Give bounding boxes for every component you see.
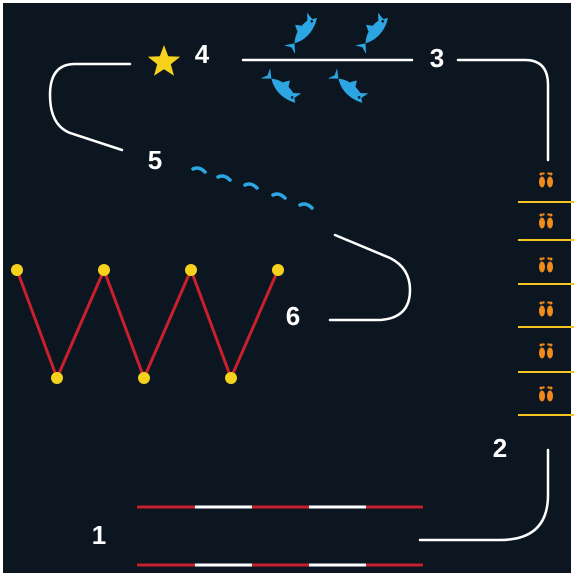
step-label-5: 5 <box>148 145 162 175</box>
wave-dash <box>271 192 287 200</box>
wave-dash <box>191 166 207 174</box>
wave-dash <box>216 174 232 182</box>
path-segment-5-6 <box>328 233 412 322</box>
step-label-4: 4 <box>195 39 210 69</box>
zigzag-dot <box>185 264 197 276</box>
zigzag-dot <box>11 264 23 276</box>
star-icon <box>147 45 181 76</box>
zigzag-dot <box>51 372 63 384</box>
step-label-1: 1 <box>92 520 106 550</box>
step-label-3: 3 <box>430 43 444 73</box>
path-segment-2-3 <box>456 58 550 162</box>
step-label-2: 2 <box>493 433 507 463</box>
course-path <box>48 58 550 542</box>
footprint-ladder <box>518 201 574 416</box>
wave-dashes <box>191 166 314 210</box>
zigzag-dot <box>98 264 110 276</box>
path-segment-1-2 <box>418 448 550 542</box>
zigzag-dot <box>272 264 284 276</box>
wave-dash <box>243 182 259 190</box>
zigzag-dots <box>11 264 284 384</box>
wave-dash <box>298 202 314 210</box>
step-label-6: 6 <box>286 301 300 331</box>
start-bars <box>137 505 423 567</box>
zigzag-dot <box>138 372 150 384</box>
zigzag-dot <box>225 372 237 384</box>
path-segment-4-5 <box>48 62 132 152</box>
